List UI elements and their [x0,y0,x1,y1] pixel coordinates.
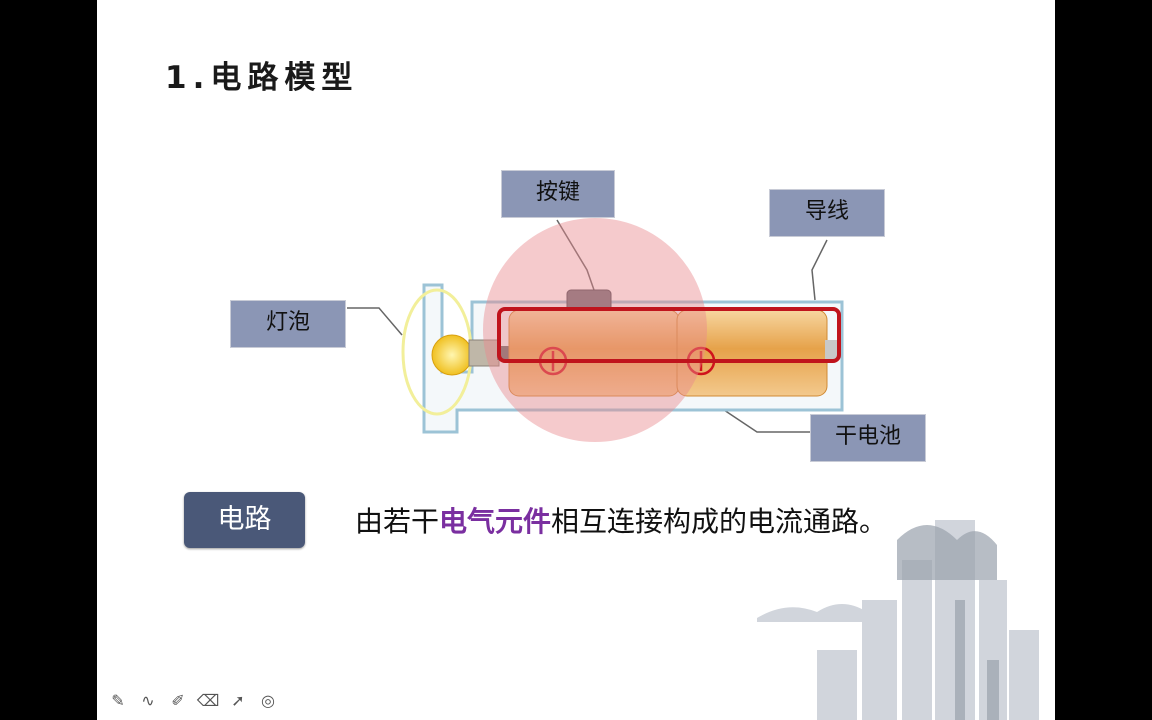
highlighter-icon[interactable]: ✐ [171,690,185,710]
callout-bulb: 灯泡 [230,300,346,348]
key-leader-line [556,219,595,291]
definition-text: 由若干电气元件相互连接构成的电流通路。 [355,500,887,540]
callout-key: 按键 [501,170,615,218]
wire-leader-line [811,239,828,301]
pen-icon[interactable]: ✎ [111,690,125,710]
skyline-decoration [757,520,1039,720]
definition-suffix: 相互连接构成的电流通路。 [551,505,888,538]
callout-wire: 导线 [769,189,885,237]
definition-highlight: 电气元件 [439,505,552,538]
term-badge: 电路 [184,492,305,548]
definition-prefix: 由若干 [355,505,440,538]
highlight-rectangle [497,307,841,363]
callout-cell: 干电池 [810,414,926,462]
curve-icon[interactable]: ∿ [141,690,155,710]
slide-title: 1.电路模型 [165,60,359,96]
annotation-toolbar: ✎ ∿ ✐ ⌫ ➚ ◎ [108,688,278,712]
eraser-icon[interactable]: ⌫ [196,690,220,710]
circuit-diagram [347,218,844,442]
watermark-circle [483,218,707,442]
pointer-icon[interactable]: ➚ [231,690,245,710]
slide: 1.电路模型 [97,0,1055,720]
cell-leader-line [720,407,810,433]
bulb-leader-line [347,307,403,336]
record-icon[interactable]: ◎ [261,690,275,710]
